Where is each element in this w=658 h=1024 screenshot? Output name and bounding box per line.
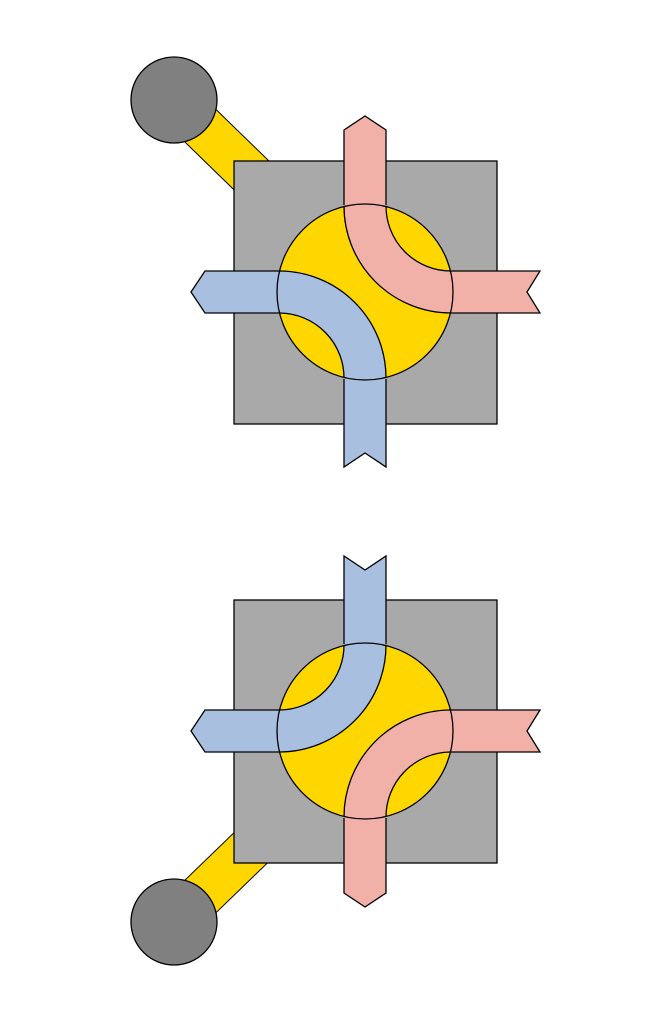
port-top-stub <box>343 115 387 205</box>
port-bottom-stub <box>343 818 387 908</box>
valve-position-2 <box>130 554 542 966</box>
port-right-stub <box>450 270 542 314</box>
handle-knob <box>130 878 218 966</box>
port-left-stub <box>190 270 280 314</box>
rotor <box>277 643 453 819</box>
port-bottom-stub <box>343 379 387 469</box>
port-left-stub <box>190 709 280 753</box>
port-top-stub <box>343 554 387 644</box>
port-right-stub <box>450 709 542 753</box>
valve-position-1 <box>130 56 542 469</box>
handle-knob <box>130 56 218 144</box>
rotor <box>277 204 453 380</box>
